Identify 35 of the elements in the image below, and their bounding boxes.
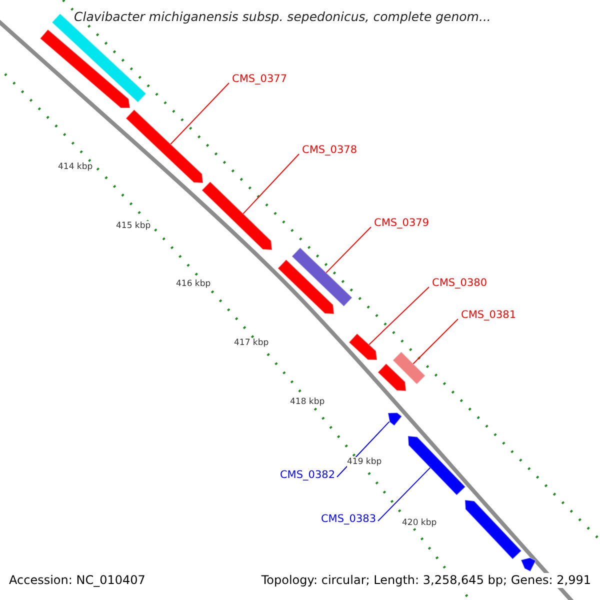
gene-block xyxy=(407,435,466,496)
gene-block xyxy=(125,108,204,184)
gene-block xyxy=(201,180,273,251)
position-label: 416 kbp xyxy=(176,279,211,289)
gene-block xyxy=(291,246,353,308)
position-label: 418 kbp xyxy=(290,397,325,407)
leader-line xyxy=(326,226,372,274)
gene-block xyxy=(51,12,147,104)
gene-label: CMS_0379 xyxy=(374,217,434,230)
gene-block xyxy=(464,499,522,560)
gene-label: CMS_0378 xyxy=(302,144,362,157)
gene-label: CMS_0381 xyxy=(461,309,521,322)
leader-line xyxy=(170,82,230,145)
leader-line xyxy=(368,286,430,346)
gene-block xyxy=(277,258,335,315)
accession-text: Accession: NC_010407 xyxy=(9,573,146,588)
gene-block xyxy=(39,28,131,108)
position-label: 420 kbp xyxy=(402,518,437,528)
gene-label: CMS_0383 xyxy=(316,513,376,526)
leader-line xyxy=(412,318,458,364)
gene-block xyxy=(377,362,407,392)
gene-block xyxy=(392,351,426,385)
gene-block xyxy=(348,332,378,361)
position-label: 415 kbp xyxy=(116,221,151,231)
leader-line xyxy=(378,467,431,522)
position-label: 414 kbp xyxy=(58,162,93,172)
gene-block xyxy=(387,412,402,426)
map-title: Clavibacter michiganensis subsp. sepedonicus, complete genom... xyxy=(74,10,491,24)
position-label: 419 kbp xyxy=(347,457,382,467)
leader-line xyxy=(242,154,300,214)
topology-text: Topology: circular; Length: 3,258,645 bp; Genes: 2,991 xyxy=(261,573,591,588)
gene-label: CMS_0382 xyxy=(275,469,335,482)
gene-label: CMS_0377 xyxy=(232,73,292,86)
gene-label: CMS_0380 xyxy=(432,277,492,290)
position-label: 417 kbp xyxy=(234,338,269,348)
